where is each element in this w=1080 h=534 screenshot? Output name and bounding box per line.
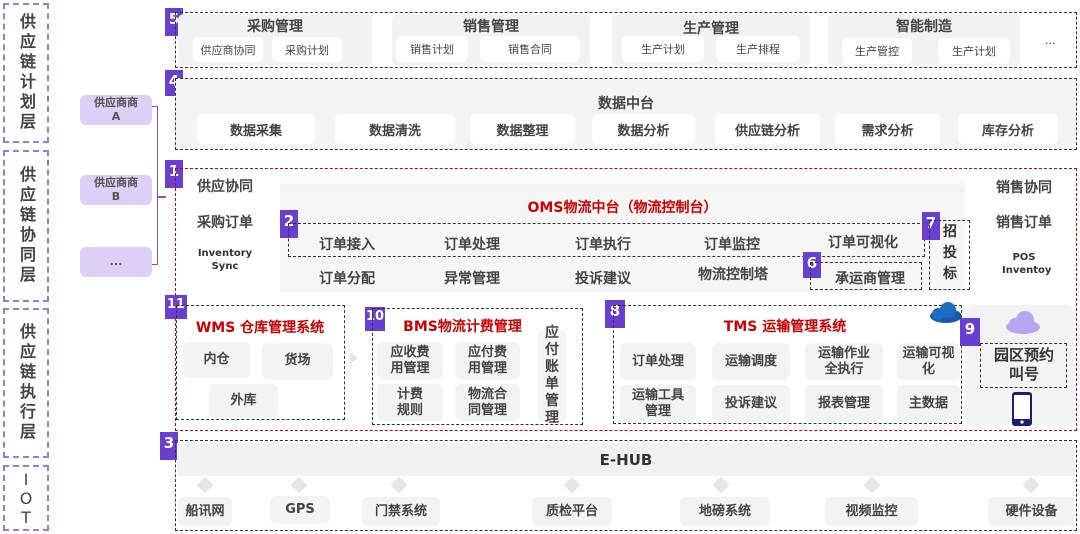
order-item: 订单执行 [575, 237, 631, 253]
sales-order-label: 销售订单 [996, 215, 1052, 231]
supplier-a: 供应商商A [80, 95, 152, 125]
layer-collaboration: 供应链协同层 [3, 150, 49, 302]
arrow-band [280, 172, 965, 192]
sales-collab-label: 销售协同 [996, 180, 1052, 196]
oms-background [280, 192, 965, 292]
module: 销售计划 [396, 36, 468, 62]
wms-box [176, 305, 345, 420]
bidding-label: 招投标 [943, 224, 957, 282]
module: 供应商协同 [193, 37, 263, 62]
ehub-box [175, 440, 1077, 531]
iot-item: 质检平台 [532, 497, 612, 526]
order-item: 订单可视化 [828, 235, 898, 251]
order-box [288, 223, 925, 257]
wms-title: WMS 仓库管理系统 [195, 320, 325, 336]
data-item: 数据分析 [592, 114, 695, 144]
tms-item: 运输调度 [712, 343, 790, 380]
pos-inventory-label: POS Inventoy [1002, 252, 1052, 276]
wms-item: 货场 [262, 343, 333, 379]
order-item: 物流控制塔 [698, 267, 768, 283]
group-title: 生产管理 [683, 21, 739, 37]
supplier-b: 供应商商B [80, 175, 152, 205]
bms-box [372, 308, 583, 425]
supplier-more: ... [80, 247, 152, 277]
module: 生产计划 [938, 38, 1010, 64]
ehub-title: E-HUB [177, 443, 1075, 476]
layer-iot: IOT [3, 465, 49, 531]
tms-item: 运输可视化 [897, 343, 960, 380]
order-item: 订单接入 [319, 237, 375, 253]
iot-item: 硬件设备 [988, 497, 1075, 526]
cloud-icon [930, 302, 962, 323]
data-item: 数据清洗 [335, 114, 455, 144]
order-item: 异常管理 [444, 271, 500, 287]
data-item: 数据整理 [470, 114, 575, 144]
tms-item: 主数据 [897, 385, 960, 422]
park-booking-label: 园区预约叫号 [993, 346, 1054, 383]
badge-1: 1 [165, 160, 183, 188]
oms-title: OMS物流中台（物流控制台） [527, 200, 718, 216]
park-box [980, 343, 1067, 388]
order-item: 订单监控 [704, 237, 760, 253]
module: 生产计划 [622, 36, 704, 62]
inventory-sync-label: Inventory Sync [197, 248, 253, 272]
wms-item: 外库 [209, 384, 278, 418]
tms-item: 报表管理 [805, 385, 883, 422]
module: 生产管控 [842, 38, 912, 64]
tms-title: TMS 运输管理系统 [723, 319, 847, 335]
tms-item: 订单处理 [620, 343, 696, 380]
tms-item: 运输作业全执行 [805, 343, 883, 380]
badge-3: 3 [160, 432, 178, 460]
iot-item: 船讯网 [178, 497, 232, 526]
badge-6: 6 [803, 252, 821, 278]
mobile-phone-icon [1012, 392, 1032, 426]
purchase-order-label: 采购订单 [197, 215, 253, 231]
carrier-box [810, 262, 922, 290]
supplier-bracket [152, 106, 158, 265]
iot-item: 视频监控 [825, 497, 918, 526]
data-item: 库存分析 [958, 114, 1058, 144]
iot-item: GPS [270, 496, 330, 523]
module: 生产排程 [716, 36, 800, 62]
supply-collab-label: 供应协同 [197, 179, 253, 195]
group-title: 智能制造 [896, 19, 952, 35]
more-label: ... [1045, 34, 1056, 47]
carrier-label: 承运商管理 [835, 271, 905, 287]
bms-payable-bill: 应付账单管理 [538, 325, 566, 426]
module: 采购计划 [272, 37, 342, 62]
tms-item: 运输工具管理 [620, 385, 696, 422]
wms-item: 内仓 [183, 342, 250, 378]
badge-8: 8 [605, 300, 625, 328]
data-platform-title: 数据中台 [598, 96, 654, 112]
bracket-connector [158, 196, 166, 198]
iot-item: 地磅系统 [680, 497, 770, 526]
badge-2: 2 [280, 210, 298, 238]
layer-planning: 供应链计划层 [3, 3, 49, 143]
layer5-box [175, 12, 1077, 68]
cloud-icon [1006, 311, 1040, 334]
module: 销售合同 [480, 36, 580, 62]
layer-execution: 供应链执行层 [3, 308, 49, 458]
arrow-right-icon [350, 352, 364, 364]
bms-item: 应收费用管理 [377, 342, 443, 379]
group-title: 销售管理 [463, 19, 519, 35]
bidding-box [929, 220, 970, 290]
bms-title: BMS物流计费管理 [403, 319, 522, 335]
badge-9: 9 [960, 318, 980, 346]
tms-box [613, 305, 962, 424]
group-title: 采购管理 [247, 19, 303, 35]
order-item: 订单分配 [319, 271, 375, 287]
bms-item: 物流合同管理 [455, 384, 520, 421]
badge-10: 10 [365, 307, 385, 331]
data-item: 需求分析 [835, 114, 940, 144]
bms-item: 计费规则 [377, 384, 443, 421]
tms-item: 投诉建议 [712, 385, 790, 422]
order-item: 投诉建议 [575, 271, 631, 287]
data-item: 数据采集 [197, 114, 315, 144]
bms-item: 应付费用管理 [455, 342, 520, 379]
badge-7: 7 [922, 212, 940, 240]
data-item: 供应链分析 [715, 114, 820, 144]
iot-item: 门禁系统 [362, 497, 440, 526]
order-item: 订单处理 [444, 237, 500, 253]
